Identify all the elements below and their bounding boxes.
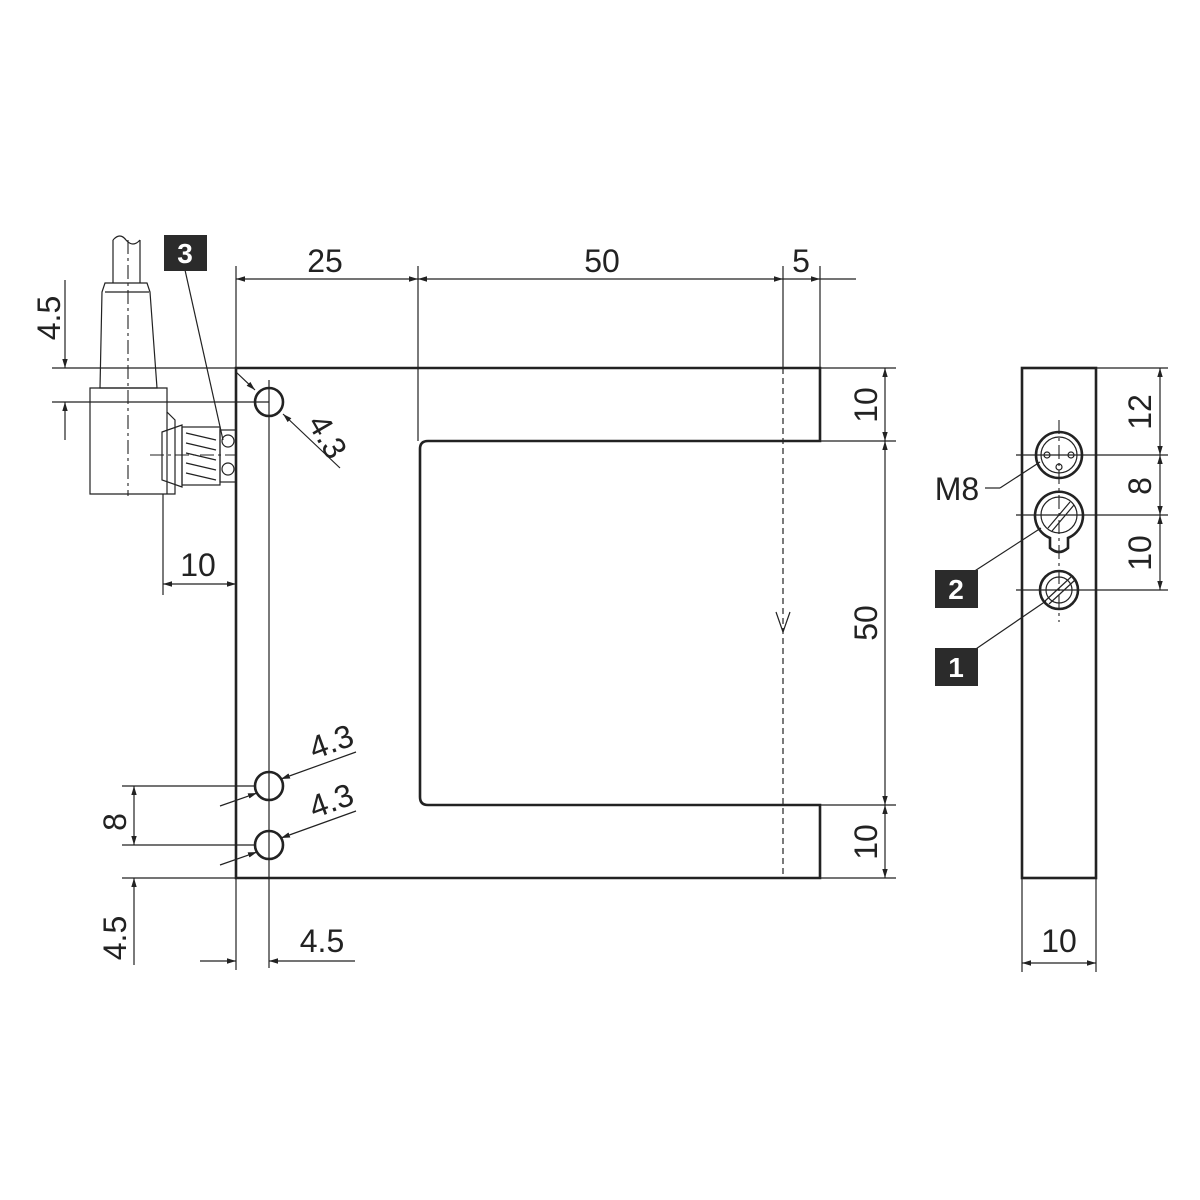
thread-label: M8 (935, 471, 979, 507)
dim-left-10: 10 (180, 547, 216, 583)
beam-direction-arrow (775, 611, 791, 634)
callout-2-number: 2 (948, 574, 964, 605)
dim-hole-bottom: 4.3 (304, 776, 358, 825)
dim-top-5: 5 (792, 243, 810, 279)
side-view (1016, 366, 1168, 880)
dim-left-4-5-bottom: 4.5 (97, 916, 133, 960)
dim-hole-top: 4.3 (301, 408, 354, 465)
dim-side-width-10: 10 (1041, 923, 1077, 959)
dim-top-25: 25 (307, 243, 343, 279)
dimension-labels: 25 50 5 4.5 10 8 4.5 4.5 4.3 4.3 4.3 10 … (31, 243, 1158, 960)
dim-left-8: 8 (97, 813, 133, 831)
callout-1: 1 (935, 648, 978, 686)
callout-1-number: 1 (948, 652, 964, 683)
dim-left-4-5-top: 4.5 (31, 296, 67, 340)
m8-connector-with-cable (89, 235, 237, 496)
dim-right-10-bottom: 10 (848, 824, 884, 860)
dim-top-50: 50 (584, 243, 620, 279)
dimension-lines (52, 266, 1168, 972)
dim-side-8: 8 (1122, 477, 1158, 495)
dim-side-12: 12 (1122, 394, 1158, 430)
connector-nut (161, 424, 183, 488)
dim-right-10-top: 10 (848, 387, 884, 423)
connector-housing (89, 387, 176, 495)
callout-2: 2 (935, 570, 978, 608)
dim-bottom-4-5: 4.5 (300, 923, 344, 959)
dim-hole-mid: 4.3 (304, 717, 358, 766)
callout-3: 3 (164, 235, 207, 271)
callout-3-number: 3 (177, 238, 193, 269)
adjuster-2 (1033, 490, 1085, 554)
fork-outline (234, 366, 822, 880)
dim-side-10: 10 (1122, 535, 1158, 571)
dim-right-50: 50 (848, 605, 884, 641)
side-view-body (1020, 366, 1098, 880)
